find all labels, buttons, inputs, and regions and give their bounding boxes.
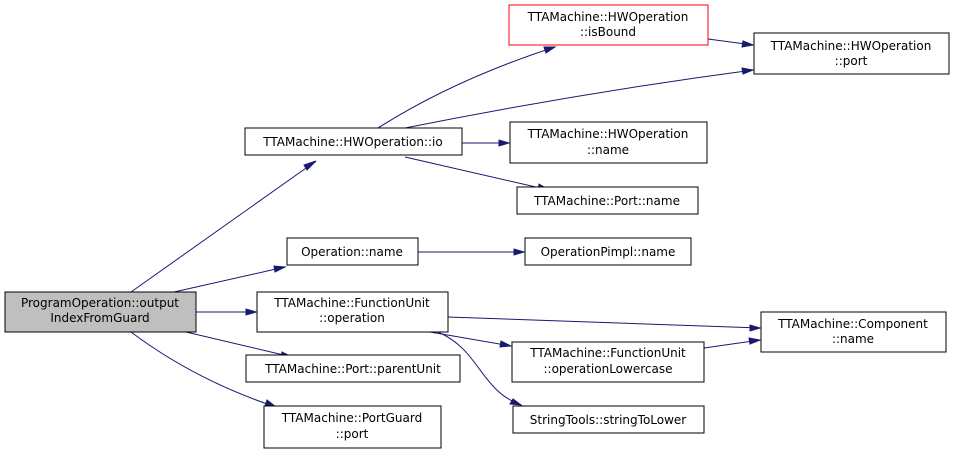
node-functionunit-operation[interactable]: TTAMachine::FunctionUnit ::operation — [256, 291, 449, 333]
node-stringtools-stringtolower[interactable]: StringTools::stringToLower — [512, 405, 705, 434]
node-label-line: ProgramOperation::output — [21, 296, 179, 310]
edge-io-to-hw-port — [404, 67, 755, 129]
node-hwoperation-name[interactable]: TTAMachine::HWOperation ::name — [509, 121, 708, 164]
edge-io-to-hw-name — [462, 139, 511, 147]
edge-root-to-fu-operation — [196, 308, 258, 316]
edge-root-to-portguard-port — [130, 331, 278, 408]
edge-root-to-parentunit — [185, 331, 294, 359]
node-label-line: TTAMachine::HWOperation — [527, 10, 689, 24]
node-label-line: ::port — [336, 427, 369, 441]
node-hwoperation-port[interactable]: TTAMachine::HWOperation ::port — [753, 32, 950, 75]
node-operation-name[interactable]: Operation::name — [286, 237, 419, 266]
node-program-operation-output-index-from-guard[interactable]: ProgramOperation::output IndexFromGuard — [4, 291, 197, 333]
node-portguard-port[interactable]: TTAMachine::PortGuard ::port — [263, 405, 442, 449]
edge-oplower-to-component-name — [703, 337, 762, 349]
node-label-line: TTAMachine::FunctionUnit — [529, 346, 686, 360]
node-label-line: Operation::name — [301, 245, 403, 259]
node-port-name[interactable]: TTAMachine::Port::name — [516, 186, 699, 215]
edge-isbound-to-hw-port — [707, 38, 755, 48]
edge-root-to-io — [130, 160, 317, 293]
node-component-name[interactable]: TTAMachine::Component ::name — [760, 311, 947, 353]
edge-operation-name-to-pimpl — [418, 248, 526, 256]
node-functionunit-operationlowercase[interactable]: TTAMachine::FunctionUnit ::operationLowe… — [511, 341, 705, 383]
node-label-line: TTAMachine::Component — [777, 317, 928, 331]
node-label-line: ::name — [587, 143, 629, 157]
node-label-line: TTAMachine::HWOperation — [527, 127, 689, 141]
node-hwoperation-isbound[interactable]: TTAMachine::HWOperation ::isBound — [508, 4, 709, 46]
node-label-line: TTAMachine::FunctionUnit — [273, 296, 430, 310]
node-label-line: TTAMachine::PortGuard — [281, 411, 422, 425]
node-operationpimpl-name[interactable]: OperationPimpl::name — [524, 237, 692, 266]
node-port-parentunit[interactable]: TTAMachine::Port::parentUnit — [245, 354, 461, 383]
edge-fu-operation-to-component-name — [447, 316, 762, 332]
node-label-line: OperationPimpl::name — [541, 245, 676, 259]
node-label-line: StringTools::stringToLower — [530, 413, 687, 427]
node-label-line: ::operationLowercase — [544, 362, 673, 376]
node-label-line: TTAMachine::Port::parentUnit — [264, 362, 441, 376]
node-label-line: TTAMachine::Port::name — [533, 194, 680, 208]
node-label-line: TTAMachine::HWOperation — [770, 39, 932, 53]
node-label-line: ::operation — [319, 311, 385, 325]
edge-root-to-operation-name — [173, 265, 287, 293]
node-label-line: TTAMachine::HWOperation::io — [262, 135, 442, 149]
edge-fu-operation-to-stringtolower — [437, 331, 523, 406]
edge-io-to-isbound — [377, 46, 557, 129]
node-hwoperation-io[interactable]: TTAMachine::HWOperation::io — [244, 127, 463, 156]
node-label-line: ::port — [835, 54, 868, 68]
node-label-line: ::name — [832, 332, 874, 346]
node-label-line: ::isBound — [580, 25, 636, 39]
node-label-line: IndexFromGuard — [50, 311, 149, 325]
